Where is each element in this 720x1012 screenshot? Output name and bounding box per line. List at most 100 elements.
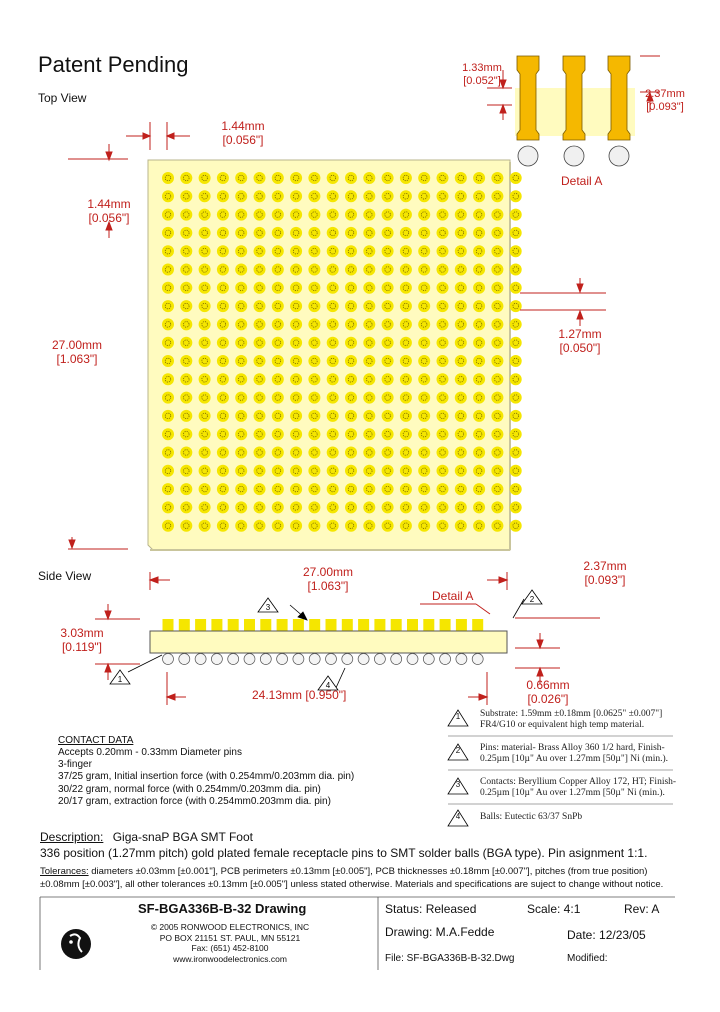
bga-pad xyxy=(253,336,266,349)
bga-pad xyxy=(308,373,321,386)
bga-pad-hole xyxy=(457,229,464,237)
bga-pad-hole xyxy=(457,394,464,401)
bga-pad-hole xyxy=(329,376,336,383)
side-pin xyxy=(162,619,174,631)
bga-pad-hole xyxy=(329,504,336,511)
bga-pad xyxy=(363,428,376,441)
note-3-line-1: Contacts: Beryllium Copper Alloy 172, HT… xyxy=(480,777,677,787)
bga-pad-hole xyxy=(384,376,391,383)
bga-pad xyxy=(162,172,174,184)
side-right-top-in: [0.093"] xyxy=(584,572,626,587)
bga-pad-hole xyxy=(512,284,519,291)
bga-pad-hole xyxy=(274,504,281,511)
bga-pad-hole xyxy=(494,266,501,273)
side-pin xyxy=(178,619,190,631)
bga-pad-hole xyxy=(329,266,336,273)
note-4: Balls: Eutectic 63/37 SnPb xyxy=(480,812,582,823)
bga-pad xyxy=(491,373,504,386)
bga-pad-hole xyxy=(512,485,519,493)
bga-pad-hole xyxy=(457,467,464,474)
bga-pad xyxy=(491,190,504,203)
marker-3-text: 3 xyxy=(266,603,271,612)
bga-pad xyxy=(399,501,412,514)
bga-pad-hole xyxy=(384,174,391,182)
bga-pad-hole xyxy=(421,485,428,493)
bga-pad-hole xyxy=(347,193,355,200)
bga-pad-hole xyxy=(366,357,373,365)
bga-pad-hole xyxy=(421,522,428,529)
bga-pad xyxy=(271,464,284,477)
bga-pad xyxy=(290,208,303,221)
bga-pad-hole xyxy=(439,357,446,365)
bga-pad-hole xyxy=(402,504,410,511)
bga-pad xyxy=(363,355,376,367)
bga-pad-hole xyxy=(457,412,464,420)
bga-pad-hole xyxy=(183,357,190,365)
bga-pad-hole xyxy=(457,302,464,310)
bga-pad xyxy=(235,519,248,532)
bga-pad-hole xyxy=(219,193,227,200)
bga-pad xyxy=(509,263,522,276)
bga-pad-hole xyxy=(164,302,172,310)
bga-pad-hole xyxy=(274,431,281,438)
bga-pad xyxy=(418,281,431,294)
bga-pad-hole xyxy=(421,357,428,365)
bga-pad xyxy=(180,245,193,258)
bga-pad xyxy=(162,409,174,422)
bga-pad xyxy=(345,409,357,422)
bga-pad xyxy=(235,190,248,203)
bga-pad xyxy=(271,263,284,276)
bga-pad xyxy=(381,190,394,203)
bga-pad xyxy=(162,501,174,514)
bga-pad xyxy=(345,483,357,496)
bga-pad-hole xyxy=(311,229,318,237)
side-pin xyxy=(276,619,288,631)
bga-pad xyxy=(253,281,266,294)
side-ball xyxy=(276,653,288,665)
bga-pad xyxy=(290,172,303,184)
bga-pad-hole xyxy=(274,211,281,218)
bga-pad-hole xyxy=(311,394,318,401)
bga-pad xyxy=(363,409,376,422)
bga-pad xyxy=(198,190,211,203)
bga-pad xyxy=(271,190,284,203)
bga-pad xyxy=(216,190,229,203)
bga-pad xyxy=(436,409,449,422)
bga-pad-hole xyxy=(421,193,428,200)
bga-pad xyxy=(509,409,522,422)
bga-pad-hole xyxy=(512,193,519,200)
note-markers-list xyxy=(447,709,469,827)
bga-pad-hole xyxy=(512,302,519,310)
side-ball xyxy=(325,653,337,665)
bga-pad-hole xyxy=(494,376,501,383)
bga-pad-hole xyxy=(274,357,281,365)
side-ball xyxy=(308,653,321,665)
notes-separators xyxy=(448,735,673,805)
bga-pad xyxy=(216,336,229,349)
bga-pad xyxy=(381,208,394,221)
side-ball xyxy=(439,653,451,665)
bga-pad-hole xyxy=(402,467,410,474)
bga-pad xyxy=(454,300,467,313)
bga-pad xyxy=(399,172,412,184)
company-website[interactable]: www.ironwoodelectronics.com xyxy=(173,953,287,964)
note-2: Pins: material- Brass Alloy 360 1/2 hard… xyxy=(480,743,668,765)
bga-pad-hole xyxy=(311,504,318,511)
bga-pad xyxy=(235,355,248,367)
bga-pad xyxy=(180,336,193,349)
bga-pad xyxy=(418,483,431,496)
bga-pad-hole xyxy=(494,193,501,200)
bga-pad xyxy=(216,263,229,276)
bga-pad xyxy=(418,501,431,514)
bga-pad-hole xyxy=(384,266,391,273)
bga-pad-hole xyxy=(347,266,355,273)
side-top-in: [1.063"] xyxy=(307,578,349,593)
bga-pad xyxy=(418,300,431,313)
bga-pad xyxy=(271,208,284,221)
bga-pad-hole xyxy=(347,284,355,291)
bga-pad xyxy=(326,355,339,367)
bga-pad xyxy=(235,336,248,349)
bga-pad-hole xyxy=(256,522,263,529)
bga-pad-hole xyxy=(256,211,263,218)
bga-pad xyxy=(216,501,229,514)
